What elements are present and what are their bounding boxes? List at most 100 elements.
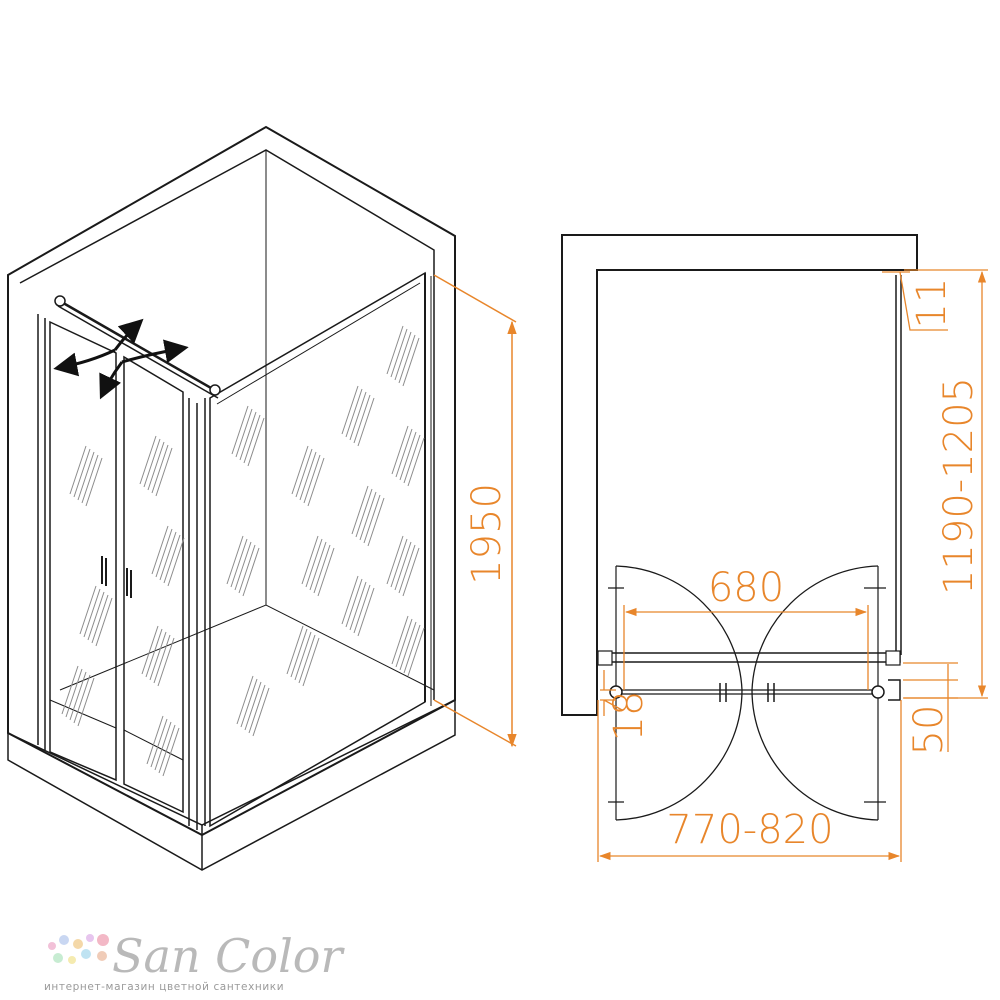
pivot-right: [871, 685, 885, 699]
glass-texture-stroke: [395, 618, 413, 668]
glass-texture-stroke: [73, 674, 91, 724]
glass-texture-stroke: [357, 587, 375, 637]
glass-texture-stroke: [231, 405, 249, 455]
glass-texture-stroke: [85, 457, 103, 507]
swing-arrows-icon: [53, 318, 189, 400]
glass-texture-stroke: [234, 541, 252, 591]
glass-texture-stroke: [345, 578, 363, 628]
plan-handles: [719, 683, 775, 702]
glass-texture-stroke: [345, 388, 363, 438]
glass-texture-stroke: [309, 541, 327, 591]
left-profile: [37, 314, 46, 750]
glass-texture-stroke: [301, 535, 319, 585]
glass-texture-stroke: [239, 411, 257, 461]
glass-texture-stroke: [153, 634, 171, 684]
glass-texture-stroke: [303, 454, 321, 504]
handle-right: [126, 568, 132, 598]
glass-texture-stroke: [299, 451, 317, 501]
wall-outline: [7, 125, 456, 837]
plan-view: 11 1190-1205 680 18 50: [561, 234, 988, 862]
glass-texture-stroke: [150, 718, 168, 768]
glass-texture-stroke: [149, 631, 167, 681]
glass-texture-stroke: [235, 408, 253, 458]
glass-texture-stroke: [386, 325, 404, 375]
plan-walls: [561, 234, 918, 716]
plan-door-line: [616, 689, 878, 695]
glass-texture-stroke: [399, 431, 417, 481]
glass-texture-stroke: [398, 544, 416, 594]
glass-texture-stroke: [386, 535, 404, 585]
rail-bracket-right: [885, 650, 901, 666]
depth-dimension: 1190-1205: [904, 269, 988, 699]
glass-texture-stroke: [147, 441, 165, 491]
rail-depth-dimension: 50: [903, 662, 958, 755]
glass-texture-stroke: [154, 721, 172, 771]
glass-texture-stroke: [77, 451, 95, 501]
glass-texture-stroke: [248, 684, 266, 734]
glass-texture-stroke: [79, 585, 97, 635]
glass-texture-stroke: [294, 631, 312, 681]
glass-texture-stroke: [83, 588, 101, 638]
glass-texture-stroke: [155, 447, 173, 497]
gap-dimension: 11: [882, 271, 955, 331]
glass-texture-stroke: [349, 391, 367, 441]
rail-end-right: [209, 384, 221, 396]
side-panel-top-edge: [216, 282, 421, 405]
glass-texture-stroke: [73, 448, 91, 498]
glass-texture-stroke: [298, 634, 316, 684]
tray-body: [7, 700, 456, 871]
glass-texture-stroke: [355, 488, 373, 538]
floor-lines: [59, 604, 435, 691]
glass-texture-stroke: [305, 538, 323, 588]
glass-texture-stroke: [243, 414, 261, 464]
glass-texture-stroke: [226, 535, 244, 585]
glass-texture-stroke: [139, 435, 157, 485]
glass-texture-stroke: [155, 528, 173, 578]
glass-texture-stroke: [351, 485, 369, 535]
glass-texture-stroke: [230, 538, 248, 588]
glass-texture-stroke: [353, 584, 371, 634]
glass-texture-stroke: [252, 687, 270, 737]
brand-logo: San Color интернет-магазин цветной санте…: [44, 929, 345, 993]
opening-label: 680: [708, 565, 784, 611]
glass-texture-stroke: [146, 715, 164, 765]
glass-texture-stroke: [302, 637, 320, 687]
glass-texture-stroke: [391, 425, 409, 475]
glass-texture-stroke: [390, 538, 408, 588]
glass-texture-stroke: [91, 594, 109, 644]
glass-texture: [61, 325, 425, 777]
glass-texture-stroke: [141, 625, 159, 675]
rail-end-left: [54, 295, 66, 307]
glass-texture-stroke: [238, 544, 256, 594]
glass-texture-stroke: [240, 678, 258, 728]
glass-texture-stroke: [391, 615, 409, 665]
width-label: 770-820: [666, 807, 833, 853]
glass-texture-stroke: [291, 445, 309, 495]
glass-texture-stroke: [69, 445, 87, 495]
glass-texture-stroke: [317, 547, 335, 597]
profile-dimension: 18: [600, 670, 652, 741]
right-profile: [188, 398, 206, 830]
top-rail: [57, 298, 219, 394]
glass-texture-stroke: [359, 491, 377, 541]
plan-side-glass: [895, 275, 902, 655]
glass-texture-stroke: [403, 624, 421, 674]
door-right: [123, 355, 184, 814]
glass-texture-stroke: [163, 534, 181, 584]
glass-texture-stroke: [407, 627, 425, 677]
glass-texture-stroke: [162, 727, 180, 777]
door-left: [49, 320, 117, 782]
glass-texture-stroke: [398, 334, 416, 384]
rail-bracket-left: [597, 650, 613, 666]
isometric-view: 1950: [7, 125, 517, 871]
glass-texture-stroke: [157, 637, 175, 687]
glass-texture-stroke: [167, 537, 185, 587]
height-dimension: 1950: [433, 274, 517, 748]
opening-dimension: 680: [623, 565, 869, 690]
glass-texture-stroke: [313, 544, 331, 594]
glass-texture-stroke: [247, 417, 265, 467]
gap-label: 11: [909, 278, 955, 329]
color-dots-icon: [48, 934, 109, 964]
glass-texture-stroke: [290, 628, 308, 678]
wall-inner-edge: [19, 149, 435, 700]
